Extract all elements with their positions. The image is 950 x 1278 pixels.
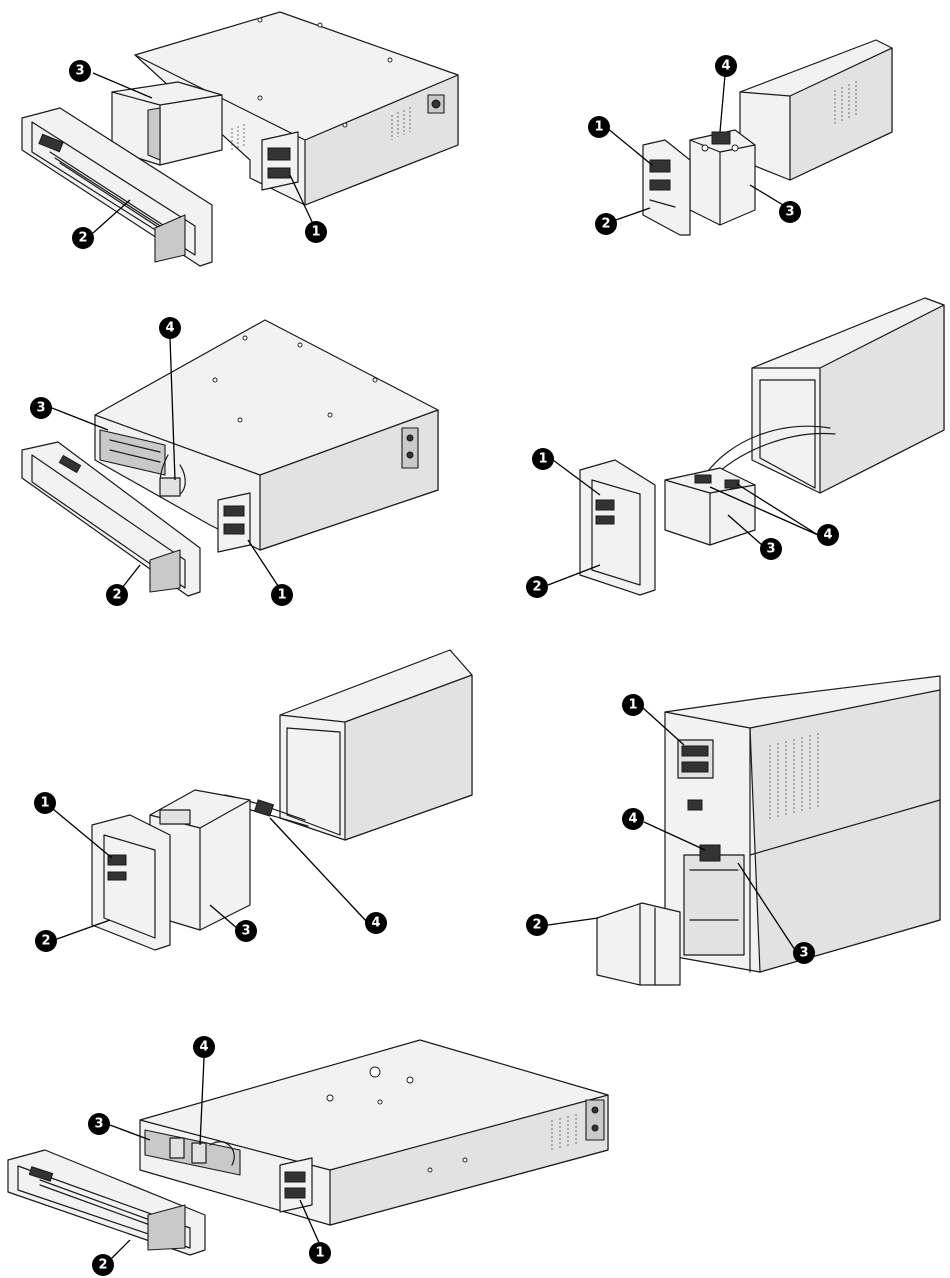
- callout-1-panel-2: 1: [588, 116, 610, 138]
- panel-tower-ups-2: [548, 298, 944, 595]
- callout-4-panel-2: 4: [715, 55, 737, 77]
- callout-4-panel-7: 4: [193, 1036, 215, 1058]
- display-module-3: [218, 493, 250, 552]
- callout-1-panel-5: 1: [34, 792, 56, 814]
- svg-text:1: 1: [538, 452, 547, 467]
- svg-text:1: 1: [315, 1246, 324, 1261]
- callout-3-panel-6: 3: [793, 942, 815, 964]
- svg-text:3: 3: [241, 924, 250, 939]
- callout-3-panel-1: 3: [69, 60, 91, 82]
- callout-4-panel-4: 4: [817, 524, 839, 546]
- display-module-7: [280, 1158, 312, 1212]
- rear-panel-3: [402, 428, 418, 468]
- callout-1-panel-7: 1: [309, 1242, 331, 1264]
- callout-2-panel-3: 2: [106, 584, 128, 606]
- svg-text:2: 2: [601, 217, 610, 232]
- panel-tower-ups-3: [53, 650, 472, 950]
- svg-text:3: 3: [785, 205, 794, 220]
- rear-panel-7: [586, 1100, 604, 1140]
- svg-text:2: 2: [41, 934, 50, 949]
- callout-3-panel-5: 3: [235, 920, 257, 942]
- svg-text:4: 4: [199, 1040, 208, 1055]
- front-bezel-4: [580, 460, 655, 595]
- front-door-6: [597, 903, 680, 985]
- svg-text:4: 4: [721, 59, 730, 74]
- svg-text:3: 3: [766, 542, 775, 557]
- svg-text:2: 2: [78, 231, 87, 246]
- svg-text:4: 4: [165, 321, 174, 336]
- callout-2-panel-2: 2: [595, 213, 617, 235]
- svg-text:3: 3: [799, 946, 808, 961]
- panel-rack-ups-1: [22, 12, 458, 266]
- callout-2-panel-6: 2: [526, 914, 548, 936]
- callout-3-panel-7: 3: [88, 1113, 110, 1135]
- svg-text:1: 1: [277, 588, 286, 603]
- panel-rack-ups-2: [22, 320, 438, 596]
- svg-text:4: 4: [823, 528, 832, 543]
- svg-text:1: 1: [311, 225, 320, 240]
- svg-text:3: 3: [36, 401, 45, 416]
- svg-text:1: 1: [628, 698, 637, 713]
- callout-1-panel-6: 1: [622, 694, 644, 716]
- callout-3-panel-4: 3: [760, 538, 782, 560]
- callout-4-panel-5: 4: [365, 912, 387, 934]
- callout-1-panel-3: 1: [271, 584, 293, 606]
- svg-text:4: 4: [371, 916, 380, 931]
- callout-4-panel-3: 4: [159, 317, 181, 339]
- svg-text:1: 1: [40, 796, 49, 811]
- svg-text:3: 3: [94, 1117, 103, 1132]
- callout-2-panel-1: 2: [72, 227, 94, 249]
- svg-text:1: 1: [594, 120, 603, 135]
- panel-tower-ups-1: [607, 40, 892, 235]
- callout-2-panel-7: 2: [92, 1254, 114, 1276]
- callout-3-panel-3: 3: [30, 397, 52, 419]
- svg-text:2: 2: [532, 580, 541, 595]
- svg-text:2: 2: [98, 1258, 107, 1273]
- svg-text:2: 2: [532, 918, 541, 933]
- callout-2-panel-5: 2: [35, 930, 57, 952]
- callout-1-panel-1: 1: [305, 221, 327, 243]
- panel-rack-ups-3: [8, 1040, 608, 1260]
- svg-text:2: 2: [112, 588, 121, 603]
- callout-4-panel-6: 4: [622, 808, 644, 830]
- svg-text:4: 4: [628, 812, 637, 827]
- callout-2-panel-4: 2: [526, 576, 548, 598]
- callout-3-panel-2: 3: [779, 201, 801, 223]
- svg-text:3: 3: [75, 64, 84, 79]
- callout-1-panel-4: 1: [532, 448, 554, 470]
- panel-large-tower-ups: [548, 676, 940, 985]
